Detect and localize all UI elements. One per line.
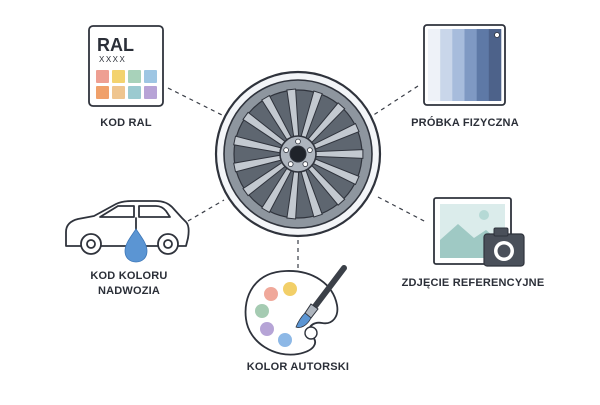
paintbrush-icon: [295, 265, 347, 328]
sample-strip: [488, 29, 502, 101]
ral-card-code: XXXX: [99, 55, 126, 64]
ral-swatch: [112, 86, 125, 99]
label-car-color-line2: NADWOZIA: [97, 285, 161, 297]
connector-physical-sample: [371, 85, 419, 117]
label-car-color-line1: KOD KOLORU: [90, 270, 168, 282]
sample-hole: [494, 32, 500, 38]
lug-nut: [287, 161, 294, 167]
car-icon: [65, 200, 190, 255]
sample-strip: [476, 29, 490, 101]
palette-icon: [244, 270, 339, 356]
sample-strip: [452, 29, 465, 101]
lug-nuts: [283, 138, 313, 167]
car-window-front: [99, 205, 135, 218]
sample-strip: [440, 29, 453, 101]
paint-dot: [264, 287, 278, 301]
car-wheel-front-hub: [86, 239, 96, 249]
label-custom-color: KOLOR AUTORSKI: [246, 361, 350, 373]
paint-dot: [255, 304, 269, 318]
ral-swatch: [96, 70, 109, 83]
photo-sun: [479, 210, 489, 220]
camera-top: [493, 227, 509, 237]
label-car-color: KOD KOLORU NADWOZIA: [66, 269, 192, 299]
lug-nut: [307, 147, 313, 153]
paint-dot: [278, 333, 292, 347]
label-ral: KOD RAL: [100, 117, 152, 129]
ral-swatch: [96, 86, 109, 99]
paint-drop-icon: [124, 228, 148, 263]
label-physical-sample: PRÓBKA FIZYCZNA: [411, 117, 519, 129]
sample-strip: [428, 29, 441, 101]
paint-dot: [260, 322, 274, 336]
ral-swatch: [112, 70, 125, 83]
ral-swatch: [144, 70, 157, 83]
connector-reference-photo: [377, 196, 427, 223]
sample-strip: [464, 29, 477, 101]
paint-dot: [283, 282, 297, 296]
ral-card-title: RAL: [97, 35, 134, 55]
brush-tip: [295, 312, 312, 328]
connectors: [167, 85, 427, 268]
camera-icon: [483, 227, 525, 267]
car-wheel-rear-hub: [163, 239, 173, 249]
ral-swatch: [144, 86, 157, 99]
ral-swatch: [128, 70, 141, 83]
camera-lens: [497, 244, 511, 258]
spokes: [233, 88, 364, 220]
connector-car-color: [187, 199, 225, 222]
ral-swatch: [128, 86, 141, 99]
car-wheel-front: [80, 233, 102, 255]
spoke: [314, 149, 364, 159]
brush-handle: [310, 265, 347, 312]
paint-dots: [255, 282, 297, 347]
car-window-rear: [138, 205, 171, 218]
lug-nut: [283, 147, 289, 153]
sample-strips: [428, 29, 502, 101]
ral-swatches: [96, 70, 157, 99]
lug-nut: [302, 161, 309, 167]
palette-thumb-hole: [304, 326, 318, 340]
connector-ral: [167, 87, 223, 116]
paint-sample-icon: [423, 24, 506, 106]
ral-card-icon: RAL XXXX: [88, 25, 164, 107]
wheel-icon: [214, 70, 382, 238]
lug-nut: [295, 138, 301, 145]
center-cap: [289, 145, 307, 163]
car-wheel-rear: [157, 233, 179, 255]
label-reference-photo: ZDJĘCIE REFERENCYJNE: [401, 277, 545, 289]
